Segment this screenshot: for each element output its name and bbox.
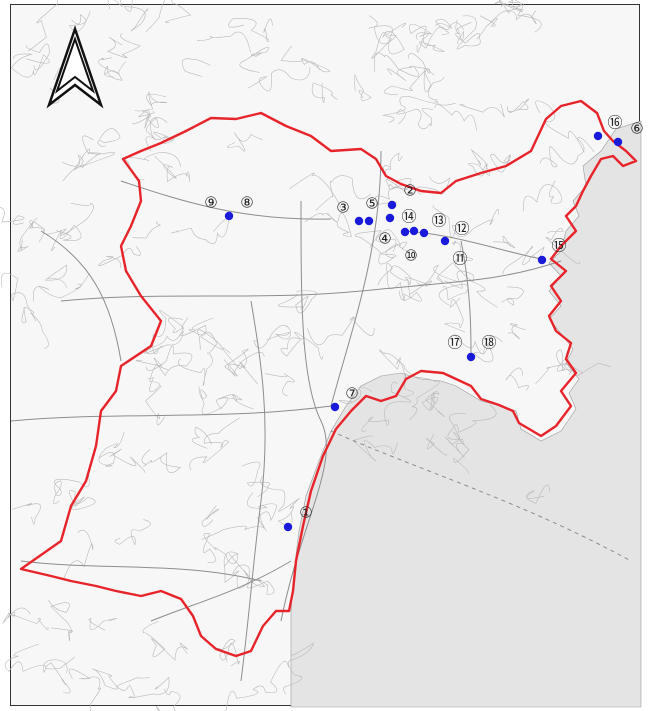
site-label-13: ⑬ <box>431 212 446 230</box>
site-label-11: ⑪ <box>452 250 467 268</box>
site-marker-13[interactable] <box>419 228 429 238</box>
prefecture-boundary <box>19 99 638 658</box>
site-marker-8[interactable] <box>224 211 234 221</box>
terrain-contours <box>0 0 612 711</box>
site-marker-5[interactable] <box>364 216 374 226</box>
site-label-8: ⑧ <box>240 194 253 212</box>
site-marker-14[interactable] <box>400 227 410 237</box>
site-marker-2[interactable] <box>387 200 397 210</box>
site-label-18: ⑱ <box>481 334 496 352</box>
site-marker-6[interactable] <box>613 137 623 147</box>
north-arrow-icon <box>46 25 104 109</box>
site-label-7: ⑦ <box>345 385 358 403</box>
site-marker-15[interactable] <box>537 255 547 265</box>
site-label-6: ⑥ <box>630 120 643 138</box>
site-marker-10[interactable] <box>409 226 419 236</box>
site-label-5: ⑤ <box>365 195 378 213</box>
site-label-15: ⑮ <box>551 237 566 255</box>
site-marker-3[interactable] <box>354 216 364 226</box>
site-label-14: ⑭ <box>401 208 416 226</box>
site-marker-16[interactable] <box>593 131 603 141</box>
site-label-9: ⑨ <box>204 194 217 212</box>
site-marker-1[interactable] <box>283 522 293 532</box>
site-label-17: ⑰ <box>447 334 462 352</box>
site-label-1: ① <box>299 504 312 522</box>
site-marker-4[interactable] <box>385 213 395 223</box>
site-label-3: ③ <box>336 199 349 217</box>
site-marker-17[interactable] <box>466 352 476 362</box>
site-label-12: ⑫ <box>454 220 469 238</box>
road-network <box>10 150 632 682</box>
site-label-16: ⑯ <box>607 114 622 132</box>
site-label-4: ④ <box>378 230 391 248</box>
sea-area <box>290 120 642 708</box>
site-marker-11[interactable] <box>440 236 450 246</box>
site-label-10: ⑩ <box>404 247 417 265</box>
site-marker-7[interactable] <box>330 402 340 412</box>
site-label-2: ② <box>403 182 416 200</box>
